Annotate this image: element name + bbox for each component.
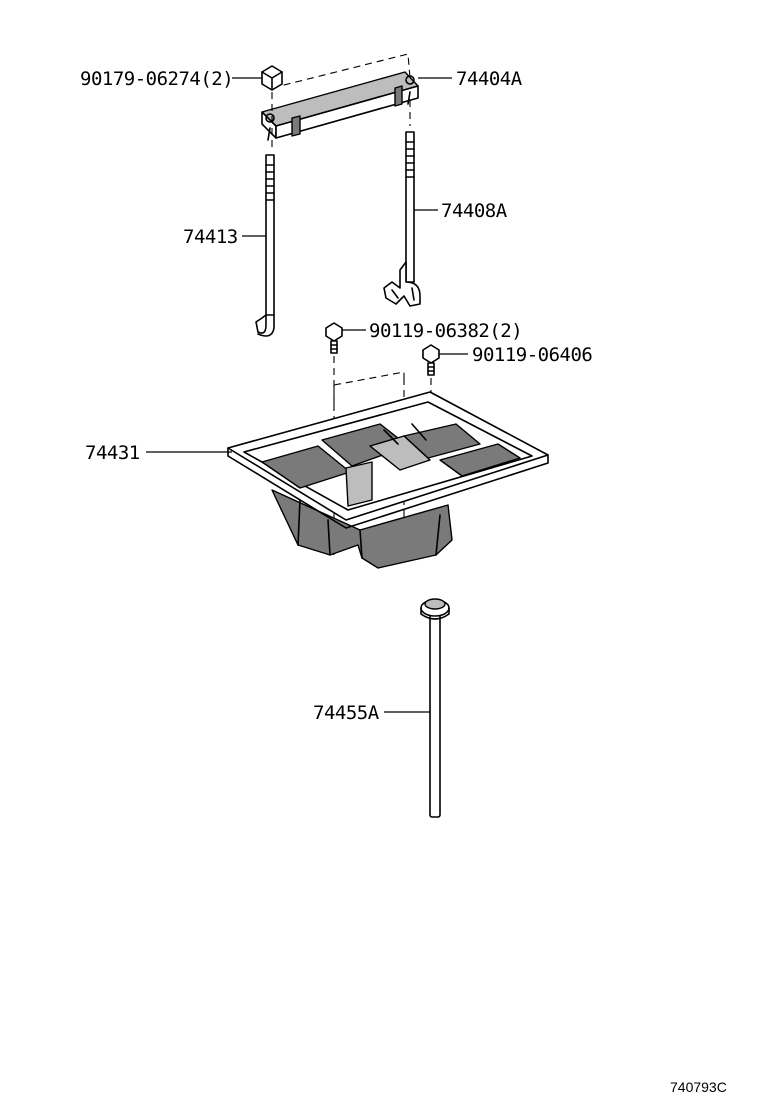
label-bolt-2: 90119-06406 <box>472 344 592 366</box>
bolt-small-2 <box>422 344 440 376</box>
nut <box>261 65 283 91</box>
battery-tray <box>227 391 549 569</box>
label-long-bolt: 74455A <box>313 702 380 724</box>
bolt-small-1 <box>325 322 343 354</box>
label-rod-right: 74408A <box>441 200 508 222</box>
label-clamp: 74404A <box>456 68 523 90</box>
label-rod-left: 74413 <box>183 226 238 248</box>
label-nut: 90179-06274(2) <box>80 68 233 90</box>
rod-left <box>255 154 275 337</box>
label-tray: 74431 <box>85 442 140 464</box>
label-bolt-1: 90119-06382(2) <box>369 320 522 342</box>
battery-clamp <box>261 71 419 141</box>
long-bolt <box>420 598 450 818</box>
diagram-reference-code: 740793C <box>670 1079 727 1095</box>
rod-right <box>383 131 421 307</box>
